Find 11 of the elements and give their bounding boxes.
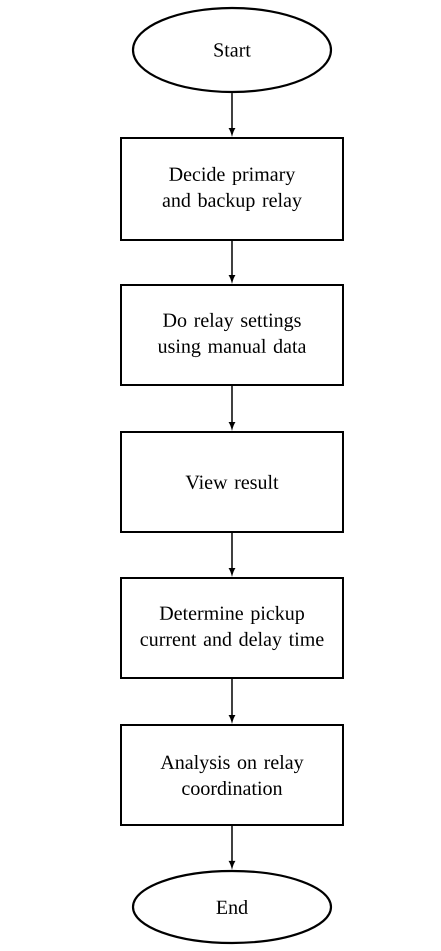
arrow xyxy=(229,826,235,868)
arrow xyxy=(229,533,235,575)
arrow xyxy=(229,679,235,722)
process-box: Decide primary and backup relay xyxy=(120,137,344,241)
process-box: Analysis on relay coordination xyxy=(120,724,344,826)
process-box: Determine pickup current and delay time xyxy=(120,577,344,679)
process-box: Do relay settings using manual data xyxy=(120,284,344,386)
arrow xyxy=(229,386,235,429)
process-box: View result xyxy=(120,431,344,533)
arrow xyxy=(229,93,235,135)
arrow xyxy=(229,241,235,282)
